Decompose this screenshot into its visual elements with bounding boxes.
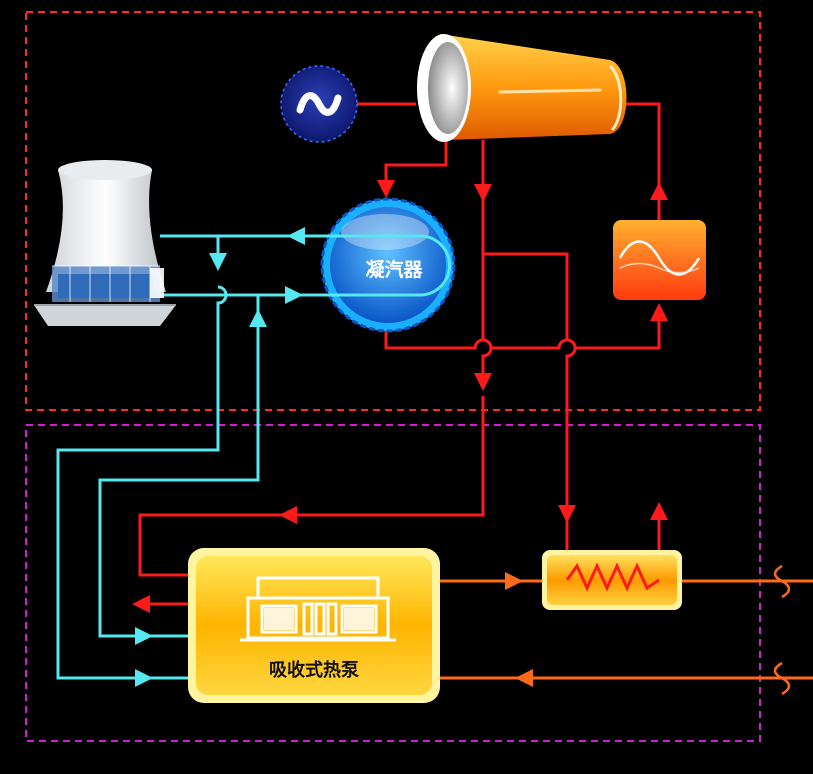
heating-water-lines	[440, 564, 813, 696]
steam-lines	[132, 102, 668, 613]
boiler	[613, 220, 706, 300]
heat-exchanger	[542, 550, 682, 610]
cooling-water-lines	[56, 227, 325, 687]
sine-wave-icon	[296, 92, 342, 116]
condenser-label: 凝汽器	[365, 258, 423, 281]
zigzag-coil-icon	[565, 562, 660, 592]
power-section-border	[25, 11, 761, 411]
cooling-tower	[34, 160, 176, 326]
cooling-tower-icon	[46, 162, 166, 292]
absorption-heat-pump: 吸收式热泵	[188, 548, 440, 703]
generator	[280, 65, 358, 143]
condenser: 凝汽器	[320, 197, 456, 333]
machine-icon	[240, 576, 396, 642]
heat-section-border	[25, 424, 761, 742]
heat-pump-label: 吸收式热泵	[269, 659, 359, 681]
turbine	[417, 34, 627, 142]
